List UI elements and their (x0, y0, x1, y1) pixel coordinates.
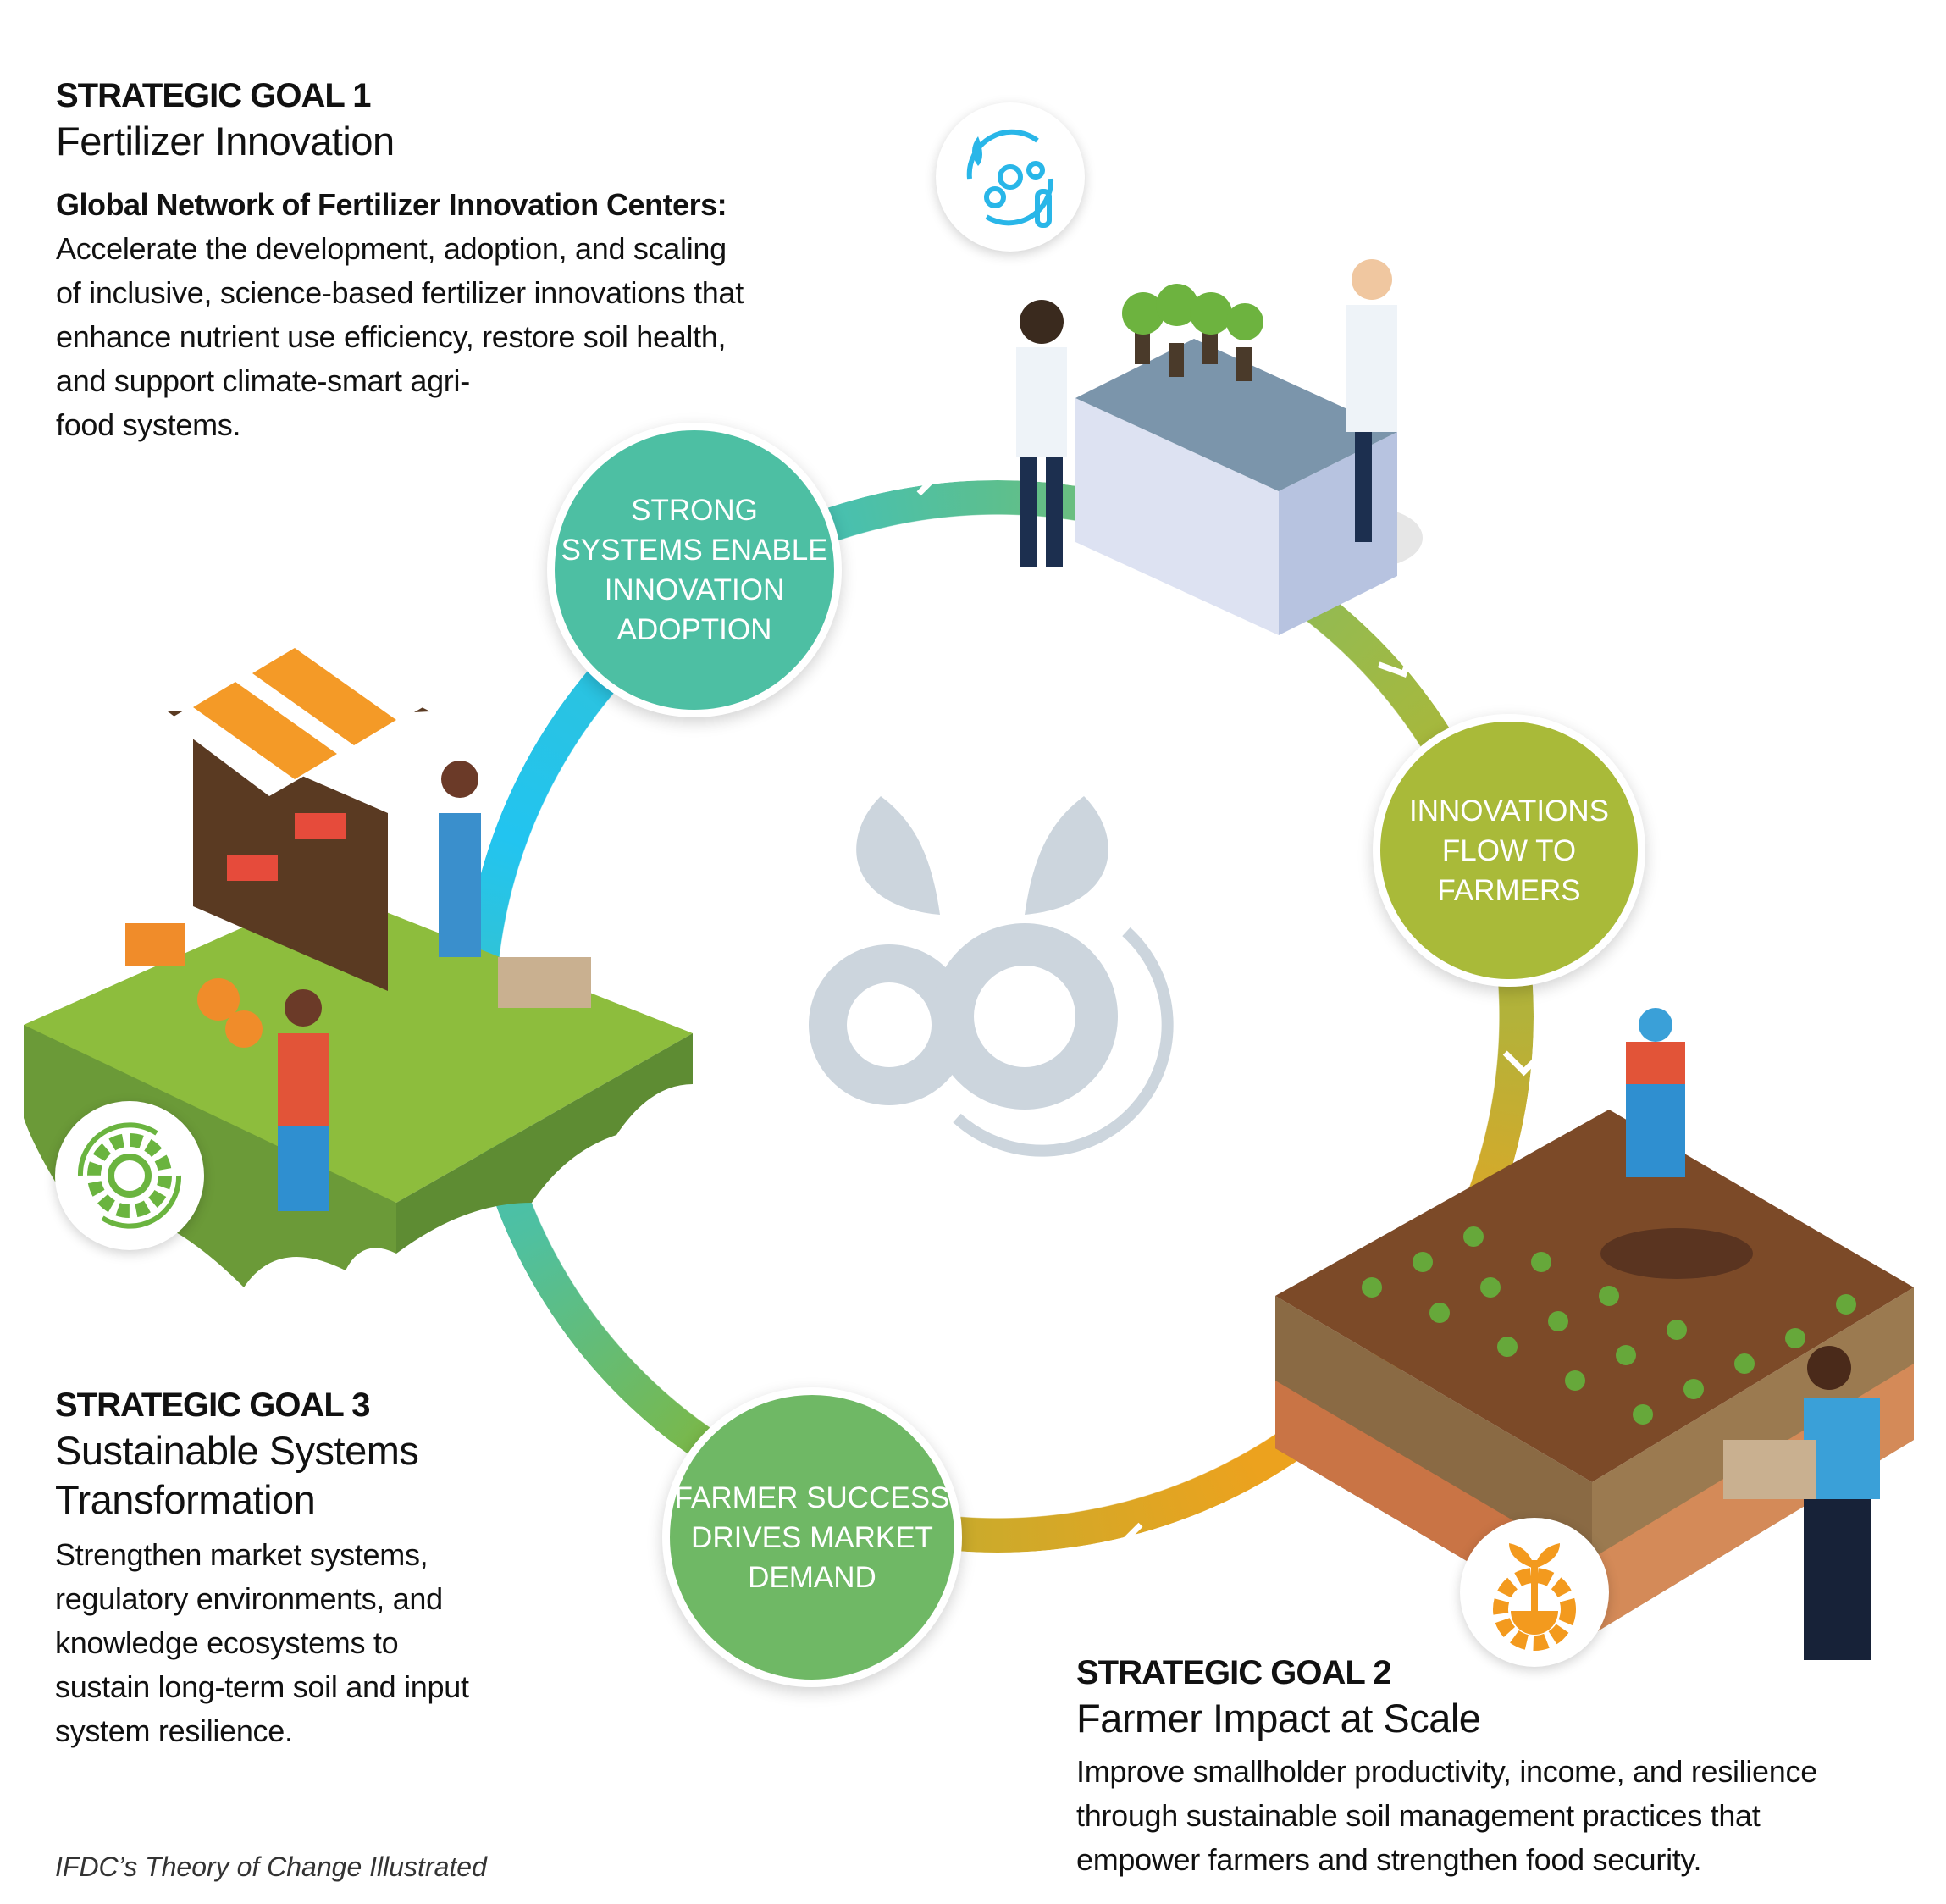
body-line: and support climate-smart agri- (56, 363, 470, 398)
step-line: INNOVATION (604, 573, 785, 606)
body-line: Strengthen market systems, (55, 1537, 428, 1572)
goal-label: STRATEGIC GOAL 1 (56, 77, 371, 114)
strategic-goal-1: STRATEGIC GOAL 1 Fertilizer Innovation G… (56, 75, 869, 447)
goal-title: Farmer Impact at Scale (1076, 1696, 1481, 1741)
footer-caption: IFDC’s Theory of Change Illustrated (55, 1851, 487, 1882)
goal-label: STRATEGIC GOAL 2 (1076, 1654, 1391, 1691)
step-line: DRIVES MARKET (691, 1520, 933, 1554)
title-line: Transformation (55, 1477, 316, 1522)
body-line: Improve smallholder productivity, income… (1076, 1754, 1817, 1789)
body-line: of inclusive, science-based fertilizer i… (56, 275, 744, 310)
step-line: FARMERS (1437, 873, 1581, 907)
title-line: Sustainable Systems (55, 1428, 419, 1473)
farmer-plant-gear-icon (1460, 1518, 1609, 1667)
body-line: through sustainable soil management prac… (1076, 1798, 1761, 1833)
step-line: ADOPTION (616, 613, 772, 646)
center-gears-leaves-logo (809, 796, 1174, 1157)
step-line: FLOW TO (1441, 833, 1577, 867)
market-systems-gear-icon (55, 1101, 204, 1250)
strategic-goal-2: STRATEGIC GOAL 2 Farmer Impact at Scale … (1076, 1652, 1923, 1882)
step-line: SYSTEMS ENABLE (561, 534, 828, 567)
goal-title: Fertilizer Innovation (56, 119, 395, 163)
goal-label: STRATEGIC GOAL 3 (55, 1386, 370, 1424)
goal-body: Accelerate the development, adoption, an… (56, 227, 869, 447)
body-line: regulatory environments, and (55, 1581, 443, 1616)
body-line: knowledge ecosystems to (55, 1625, 399, 1660)
goal-title: Sustainable Systems Transformation (55, 1426, 563, 1525)
body-line: sustain long-term soil and input (55, 1669, 469, 1704)
body-line: empower farmers and strengthen food secu… (1076, 1842, 1702, 1877)
strategic-goal-3: STRATEGIC GOAL 3 Sustainable Systems Tra… (55, 1384, 563, 1753)
body-line: food systems. (56, 407, 241, 442)
farm-field-illustration (1275, 1008, 1914, 1660)
step-line: DEMAND (748, 1560, 876, 1594)
lab-innovation-icon (936, 102, 1085, 252)
laboratory-illustration (1016, 259, 1423, 635)
body-line: system resilience. (55, 1713, 293, 1748)
step-line: STRONG (631, 494, 758, 527)
market-illustration (24, 627, 693, 1287)
cycle-step-farmer-success: FARMER SUCCESS DRIVES MARKET DEMAND (662, 1387, 962, 1687)
goal-body: Strengthen market systems, regulatory en… (55, 1533, 563, 1753)
body-line: enhance nutrient use efficiency, restore… (56, 319, 727, 354)
step-line: INNOVATIONS (1409, 794, 1609, 827)
cycle-step-strong-systems: STRONG SYSTEMS ENABLE INNOVATION ADOPTION (547, 423, 842, 717)
goal-body: Improve smallholder productivity, income… (1076, 1750, 1923, 1882)
cycle-step-innovations-flow: INNOVATIONS FLOW TO FARMERS (1373, 714, 1645, 987)
step-line: FARMER SUCCESS (674, 1481, 950, 1514)
goal-subtitle: Global Network of Fertilizer Innovation … (56, 187, 727, 222)
body-line: Accelerate the development, adoption, an… (56, 231, 727, 266)
